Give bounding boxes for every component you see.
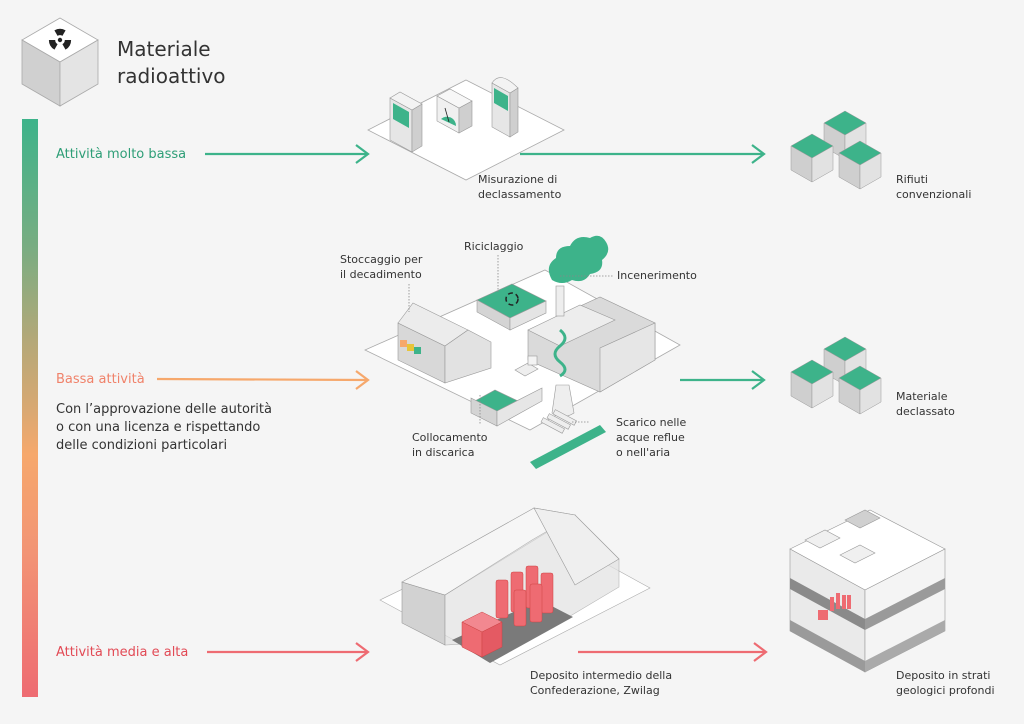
interim-storage-caption: Deposito intermedio della Confederazione…	[530, 668, 672, 698]
level-low-label: Bassa attività	[56, 372, 145, 387]
landfill-caption-line-1: Collocamento	[412, 431, 488, 444]
discharge-caption: Scarico nelle acque reflue o nell'aria	[616, 415, 686, 460]
deep-repository-caption-line-1: Deposito in strati	[896, 669, 991, 682]
discharge-caption-line-3: o nell'aria	[616, 446, 671, 459]
note-line-2: o con una licenza e rispettando	[56, 420, 261, 435]
arrow-interim-to-deep	[578, 642, 768, 662]
arrow-very-low-to-measurement	[205, 144, 370, 164]
declassified-caption-line-2: declassato	[896, 405, 955, 418]
conventional-waste-cubes-illustration	[790, 110, 882, 190]
declassified-caption: Materiale declassato	[896, 389, 955, 419]
deep-repository-illustration	[789, 509, 946, 673]
page-title: Materiale radioattivo	[117, 36, 226, 90]
discharge-caption-line-2: acque reflue	[616, 431, 685, 444]
arrow-medium-high-to-interim	[207, 642, 370, 662]
declassified-caption-line-1: Materiale	[896, 390, 948, 403]
conventional-waste-caption-line-1: Rifiuti	[896, 173, 928, 186]
discharge-caption-line-1: Scarico nelle	[616, 416, 687, 429]
leader-lines	[408, 255, 613, 425]
conventional-waste-caption-line-2: convenzionali	[896, 188, 972, 201]
declassified-material-cubes-illustration	[790, 336, 882, 415]
note-line-1: Con l’approvazione delle autorità	[56, 402, 272, 417]
measurement-caption-line-2: declassamento	[478, 188, 562, 201]
note-line-3: delle condizioni particolari	[56, 438, 228, 453]
low-activity-note: Con l’approvazione delle autorità o con …	[56, 401, 272, 455]
conventional-waste-caption: Rifiuti convenzionali	[896, 172, 971, 202]
level-very-low-label: Attività molto bassa	[56, 147, 187, 162]
arrow-processing-to-declassified	[680, 370, 766, 390]
arrow-measurement-to-conventional	[520, 144, 766, 164]
title-line-2: radioattivo	[117, 64, 226, 88]
incineration-caption: Incenerimento	[617, 269, 697, 282]
interim-storage-caption-line-1: Deposito intermedio della	[530, 669, 673, 682]
deep-repository-caption-line-2: geologici profondi	[896, 684, 995, 697]
level-medium-high-label: Attività media e alta	[56, 645, 189, 660]
interim-storage-caption-line-2: Confederazione, Zwilag	[530, 684, 660, 697]
storage-decay-caption-line-2: il decadimento	[340, 268, 422, 281]
arrow-low-to-processing	[156, 370, 370, 390]
processing-site-illustration	[364, 235, 681, 469]
measurement-caption-line-1: Misurazione di	[478, 173, 558, 186]
title-line-1: Materiale	[117, 37, 211, 61]
landfill-caption-line-2: in discarica	[412, 446, 475, 459]
measurement-station-illustration	[367, 77, 565, 181]
measurement-caption: Misurazione di declassamento	[478, 172, 561, 202]
storage-decay-caption: Stoccaggio per il decadimento	[340, 252, 422, 282]
recycling-caption: Riciclaggio	[464, 240, 524, 253]
activity-gradient-scale	[22, 119, 38, 697]
deep-repository-caption: Deposito in strati geologici profondi	[896, 668, 995, 698]
interim-storage-illustration	[379, 507, 651, 666]
radioactive-cube-icon	[21, 17, 99, 107]
storage-decay-caption-line-1: Stoccaggio per	[340, 253, 423, 266]
landfill-caption: Collocamento in discarica	[412, 430, 488, 460]
